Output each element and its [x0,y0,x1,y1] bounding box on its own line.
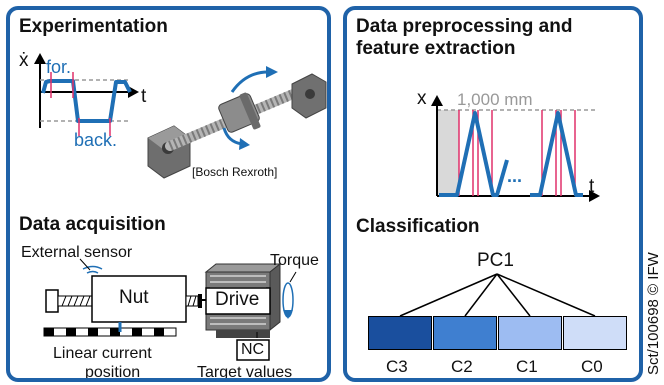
forward-label: for. [46,57,72,77]
ball-screw-illustration [147,66,327,179]
position-time-label: t [589,176,595,197]
nc-label: NC [241,341,265,358]
position-axis-label: x [417,88,427,109]
tree-edge-c1 [496,273,531,317]
sensor-wave-outer [82,265,103,270]
acquisition-title: Data acquisition [19,214,166,235]
velocity-profile-plot [34,53,327,179]
position-signal-plot [431,95,600,202]
coupling [198,294,202,308]
classification-tree [399,273,596,317]
tree-edge-c0 [496,273,596,317]
class-box-c0 [563,316,627,350]
class-label-c1: C1 [516,357,538,376]
left-panel: Experimentation ẋ t fo [6,6,331,382]
tree-edge-c2 [464,273,498,317]
position-signal [439,111,509,197]
nc-box [236,339,270,361]
drive-label: Drive [215,289,260,310]
torque-label: Torque [270,252,319,269]
idle-segment-shade [437,110,459,196]
velocity-signal [41,79,132,123]
drive-train-schematic [43,258,297,361]
target-values-label: Target values [197,364,293,381]
class-box-c2 [433,316,497,350]
pc1-label: PC1 [477,250,514,271]
classification-title: Classification [356,216,480,237]
position-y-arrowhead [431,95,443,106]
class-box-c3 [368,316,432,350]
drive-box [205,287,271,315]
external-sensor-leader [79,258,91,271]
velocity-x-arrowhead [128,86,139,98]
position-max-label: 1,000 mm [457,90,533,109]
external-sensor-label: External sensor [21,244,133,261]
position-x-arrowhead [589,190,600,202]
backward-label: back. [74,130,118,150]
class-box-c1 [498,316,562,350]
nut-box [91,275,187,323]
torque-leader [289,271,297,283]
continuation-ellipsis: ... [507,166,523,186]
screw-end-block [45,289,59,313]
preprocessing-title-line2: feature extraction [356,38,516,59]
figure-credit: Sct/100698 © IFW [645,252,662,375]
screw-right-segment [185,295,199,307]
linear-position-label-line2: position [85,364,141,381]
preprocessing-title-line1: Data preprocessing and [356,16,573,37]
position-signal-continued [530,111,583,197]
class-label-c2: C2 [451,357,473,376]
experimentation-title: Experimentation [19,16,168,37]
class-label-c0: C0 [581,357,603,376]
time-axis-label: t [141,86,147,107]
image-credit: [Bosch Rexroth] [192,165,278,179]
velocity-y-arrowhead [34,53,46,64]
sensor-wave-inner [86,270,99,274]
linear-position-label-line1: Linear current [53,345,152,362]
tree-edge-c3 [399,273,498,317]
rotation-arrow-top [230,70,269,93]
nut-label: Nut [119,287,149,308]
velocity-axis-label: ẋ [19,50,29,71]
right-panel: Data preprocessing and feature extractio… [343,6,643,382]
class-label-c3: C3 [386,357,408,376]
